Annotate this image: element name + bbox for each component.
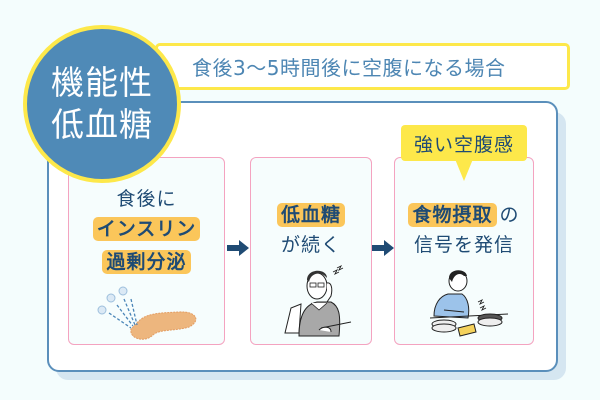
title-circle: 機能性 低血糖 [23, 25, 181, 183]
step2-highlight-hypoglycemia: 低血糖 [276, 203, 345, 227]
step-card-insulin: 食後に インスリン 過剰分泌 [68, 157, 225, 345]
circle-title-line1: 機能性 [51, 63, 153, 102]
step3-line1-suffix: の [499, 204, 520, 226]
step2-line2: が続く [280, 234, 341, 256]
right-arrow-icon [372, 240, 394, 256]
title-banner: 食後3～5時間後に空腹になる場合 [155, 43, 570, 90]
step1-line1: 食後に [116, 188, 177, 210]
man-with-headache-icon [284, 264, 352, 337]
callout-text: 強い空腹感 [413, 133, 514, 156]
step-card-hypoglycemia: 低血糖 が続く [250, 157, 372, 345]
step1-highlight-oversecretion: 過剰分泌 [102, 250, 191, 274]
circle-title-line2: 低血糖 [51, 105, 153, 144]
strong-hunger-callout: 強い空腹感 [401, 125, 527, 161]
pancreas-icon [97, 286, 197, 340]
banner-text: 食後3～5時間後に空腹になる場合 [192, 56, 506, 80]
step1-highlight-insulin: インスリン [92, 217, 201, 241]
step-card-food-signal: 食物摂取の 信号を発信 [394, 157, 534, 345]
callout-tail [455, 159, 473, 181]
right-arrow-icon [227, 240, 249, 256]
step3-line2: 信号を発信 [413, 234, 514, 256]
step3-highlight-food-intake: 食物摂取 [408, 203, 497, 227]
hungry-person-icon [430, 270, 509, 337]
